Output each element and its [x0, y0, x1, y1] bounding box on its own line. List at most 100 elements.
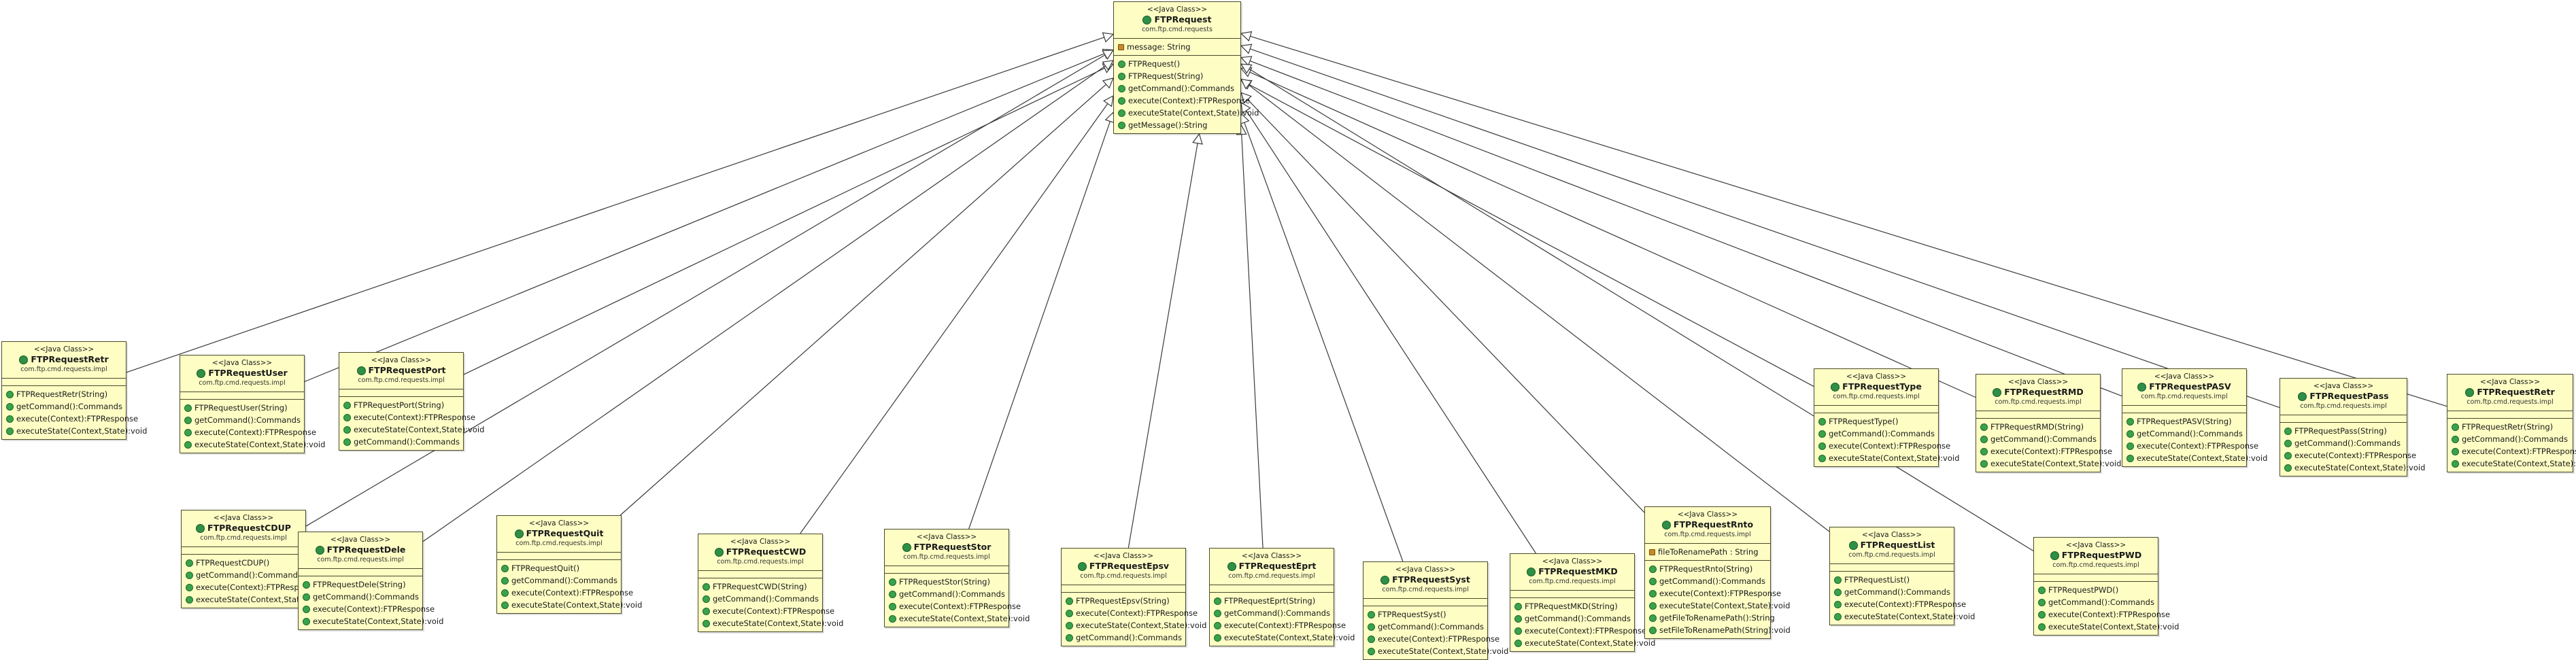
method-icon [1214, 622, 1221, 629]
method-row: FTPRequestQuit() [501, 562, 617, 574]
inheritance-arrowhead [1192, 133, 1203, 145]
methods-section: FTPRequestPass(String)getCommand():Comma… [2280, 422, 2425, 476]
class-name: FTPRequestCWD [701, 546, 819, 557]
generalization-edge-cdup [305, 50, 1114, 527]
method-text: FTPRequestList() [1844, 575, 1910, 585]
method-row: FTPRequestType() [1818, 415, 1934, 428]
method-text: FTPRequestPASV(String) [2137, 417, 2232, 426]
field-icon [1118, 44, 1124, 50]
inheritance-arrowhead [1240, 63, 1253, 74]
method-row: execute(Context):FTPResponse [702, 605, 834, 617]
method-icon [1649, 602, 1657, 610]
method-icon [303, 581, 310, 589]
generalization-edge-port [463, 63, 1114, 375]
method-icon [1834, 613, 1842, 621]
method-row: FTPRequestCWD(String) [702, 580, 818, 593]
method-text: executeState(Context,State):void [1378, 646, 1509, 656]
method-text: getCommand():Commands [354, 437, 460, 447]
method-icon [1066, 597, 1073, 605]
class-icon [2050, 551, 2059, 560]
class-name: FTPRequestRetr [2450, 387, 2570, 398]
method-text: getCommand():Commands [713, 594, 819, 604]
method-text: executeState(Context,State):void [713, 619, 844, 628]
package-label: com.ftp.cmd.requests.impl [358, 377, 445, 384]
method-text: execute(Context):FTPResponse [1378, 634, 1500, 644]
package-label: com.ftp.cmd.requests.impl [199, 379, 286, 387]
generalization-edge-epsv [1128, 133, 1200, 549]
inheritance-arrowhead [1102, 60, 1115, 71]
method-row: execute(Context):FTPResponse [1368, 633, 1499, 645]
methods-section: FTPRequestPASV(String)getCommand():Comma… [2122, 413, 2267, 466]
method-text: getCommand():Commands [16, 402, 122, 411]
method-icon [1834, 576, 1842, 584]
method-text: executeState(Context,State):void [1224, 633, 1355, 642]
method-icon [2452, 423, 2459, 431]
method-row: executeState(Context,State):void [702, 617, 843, 629]
method-text: execute(Context):FTPResponse [1829, 441, 1951, 451]
method-text: execute(Context):FTPResponse [16, 414, 139, 423]
methods-section: FTPRequestRetr(String)getCommand():Comma… [2447, 418, 2576, 472]
method-row: executeState(Context,State):void [1368, 645, 1508, 657]
method-row: getCommand():Commands [702, 593, 819, 605]
method-icon [2284, 428, 2292, 435]
fields-section [698, 570, 822, 578]
method-row: getCommand():Commands [6, 400, 122, 413]
method-row: getCommand():Commands [184, 414, 301, 426]
class-name-text: FTPRequestEprt [1238, 561, 1317, 571]
method-text: FTPRequestEprt(String) [1224, 596, 1316, 606]
method-icon [2126, 455, 2134, 462]
generalization-edge-mkd [1240, 102, 1536, 554]
field-row: fileToRenamePath : String [1649, 546, 1766, 558]
method-icon [1818, 442, 1826, 450]
methods-section: FTPRequestStor(String)getCommand():Comma… [885, 573, 1030, 627]
method-text: FTPRequestStor(String) [899, 577, 990, 587]
method-row: FTPRequestRnto(String) [1649, 563, 1766, 575]
method-row: executeState(Context,State):void [1834, 610, 1975, 623]
method-text: getCommand():Commands [194, 415, 301, 425]
generalization-edge-dele [422, 60, 1114, 542]
methods-section: FTPRequestMKD(String)getCommand():Comman… [1510, 597, 1655, 651]
method-text: executeState(Context,State):void [196, 595, 327, 604]
method-row: executeState(Context,State):void [2038, 621, 2179, 633]
method-icon [1980, 436, 1988, 443]
stereotype-label: <<Java Class>> [213, 514, 274, 522]
inheritance-arrowhead [1240, 92, 1252, 104]
method-icon [1214, 634, 1221, 642]
method-icon [702, 595, 710, 603]
fields-section [180, 392, 304, 399]
method-icon [2284, 440, 2292, 447]
method-icon [6, 415, 14, 423]
method-text: execute(Context):FTPResponse [354, 413, 476, 422]
method-text: execute(Context):FTPResponse [2294, 451, 2417, 460]
method-row: getCommand():Commands [2452, 433, 2569, 445]
method-icon [2452, 448, 2459, 455]
class-icon [1661, 521, 1671, 529]
class-icon [714, 548, 724, 557]
